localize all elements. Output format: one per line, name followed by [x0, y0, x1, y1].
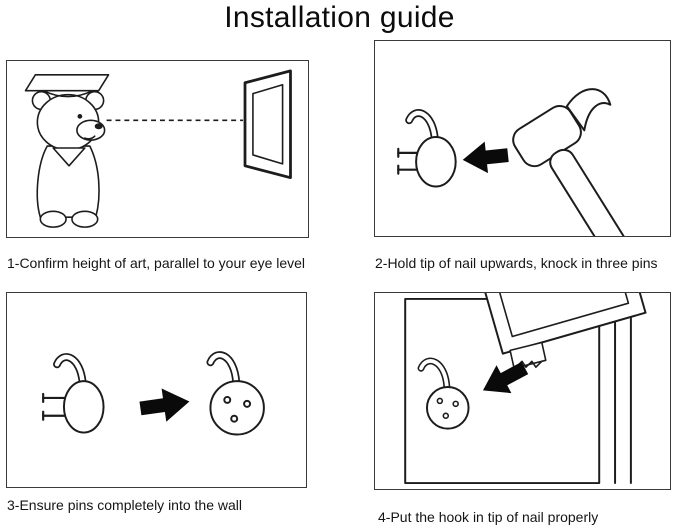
- hook-pins: [397, 147, 418, 175]
- hook-side-icon: [42, 353, 105, 434]
- hook-front-icon: [206, 351, 265, 436]
- step-2-illustration: [397, 88, 626, 236]
- hammer-claw: [565, 88, 612, 132]
- page-title: Installation guide: [224, 1, 455, 34]
- hook-icon: [397, 109, 457, 188]
- picture-frame-icon: [471, 293, 647, 355]
- arrow-right-icon: [139, 388, 190, 422]
- step-3-panel: [6, 292, 307, 488]
- step-2-caption: 2-Hold tip of nail upwards, knock in thr…: [375, 255, 658, 271]
- picture-frame-icon: [243, 69, 292, 180]
- step-4-caption: 4-Put the hook in tip of nail properly: [378, 509, 599, 525]
- arrow-down-left-icon: [482, 361, 529, 394]
- step-3-illustration: [42, 351, 265, 436]
- bear-scarf: [52, 147, 86, 167]
- graduation-cap-icon: [24, 74, 110, 92]
- step-1-panel: [6, 60, 309, 238]
- step-4-illustration: [404, 293, 647, 485]
- arrow-left-icon: [462, 141, 509, 174]
- step-1-caption: 1-Confirm height of art, parallel to you…: [7, 255, 306, 271]
- sawtooth-hanger-icon: [509, 341, 547, 370]
- step-2-panel: [374, 40, 671, 237]
- hammer-icon: [512, 88, 626, 236]
- step-4-panel: [374, 292, 671, 490]
- hook-icon: [417, 357, 470, 430]
- step-1-illustration: [24, 69, 292, 228]
- step-3-caption: 3-Ensure pins completely into the wall: [7, 497, 243, 513]
- hook-pins: [42, 392, 66, 421]
- hammer-handle: [549, 148, 626, 236]
- bear-icon: [24, 74, 110, 228]
